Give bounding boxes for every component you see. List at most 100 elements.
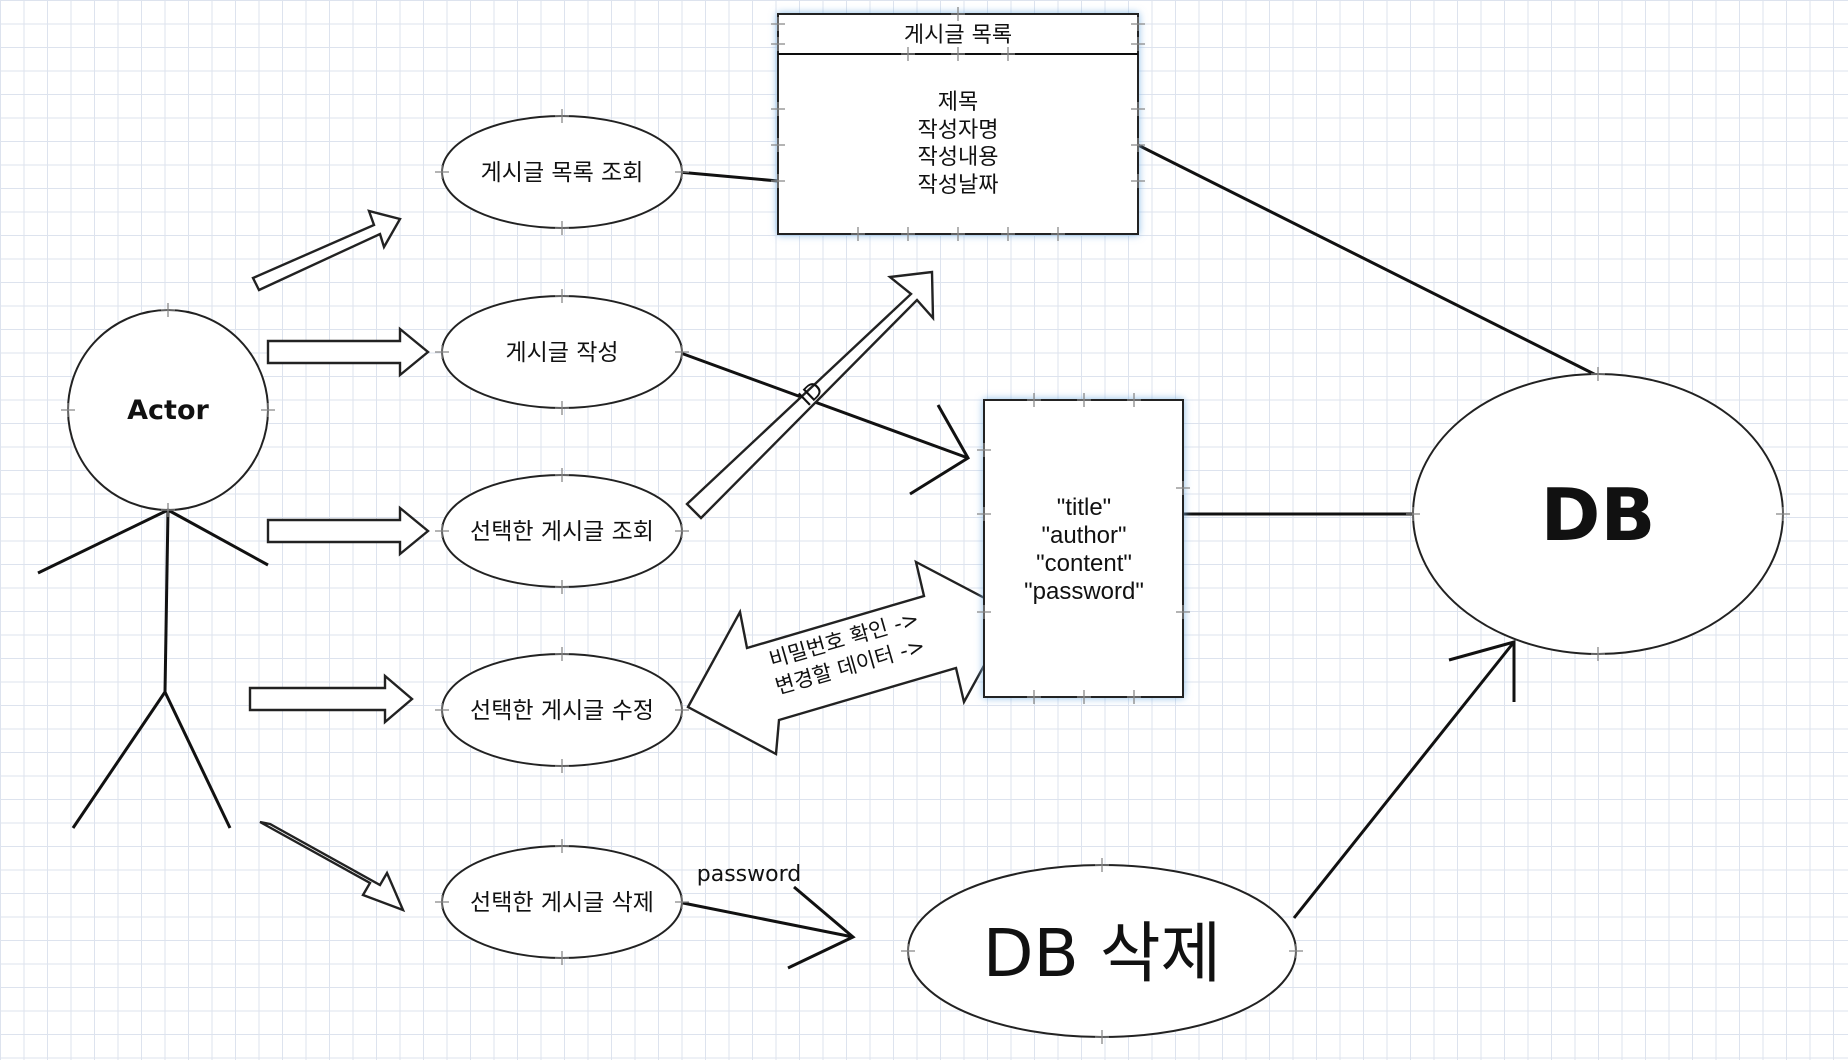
password-label: password: [697, 862, 801, 887]
use-case-delete[interactable]: 선택한 게시글 삭제: [441, 845, 683, 959]
actor-left-leg: [71, 691, 167, 829]
selection-handle: [161, 303, 175, 317]
selection-handle: [1591, 647, 1605, 661]
arrowhead-write-to-data-box: [909, 404, 971, 496]
use-case-view-label: 선택한 게시글 조회: [470, 519, 654, 545]
selection-handle: [1289, 944, 1303, 958]
selection-handle: [675, 524, 689, 538]
selection-handle: [977, 605, 991, 619]
list-box-field: 작성날짜: [918, 173, 999, 198]
arrow-actor-to-edit: [248, 673, 414, 725]
actor-right-arm: [167, 508, 269, 567]
db-delete-label: DB 삭제: [983, 915, 1222, 992]
selection-handle: [675, 703, 689, 717]
selection-handle: [555, 109, 569, 123]
selection-handle: [1127, 690, 1141, 704]
arrow-actor-to-list: [251, 209, 402, 292]
arrow-actor-to-delete: [259, 820, 406, 913]
selection-handle: [555, 839, 569, 853]
selection-handle: [1027, 690, 1041, 704]
actor-figure: Actor: [37, 309, 269, 829]
selection-handle: [977, 507, 991, 521]
selection-handle: [1406, 507, 1420, 521]
selection-handle: [1001, 227, 1015, 241]
list-box-field: 작성자명: [918, 118, 999, 143]
use-case-list[interactable]: 게시글 목록 조회: [441, 115, 683, 229]
edit-double-arrow: 비밀번호 확인 -> 변경할 데이터 ->: [686, 559, 1015, 756]
selection-handle: [771, 174, 785, 188]
actor-arrows: [248, 209, 430, 913]
selection-handle: [771, 138, 785, 152]
selection-handle: [901, 47, 915, 61]
selection-handle: [61, 403, 75, 417]
db-delete-node[interactable]: DB 삭제: [907, 864, 1297, 1038]
selection-handle: [1591, 367, 1605, 381]
connector-list-box-to-db: [1137, 143, 1603, 380]
use-case-edit-label: 선택한 게시글 수정: [470, 698, 654, 724]
selection-handle: [951, 227, 965, 241]
list-box-title: 게시글 목록: [904, 23, 1012, 48]
selection-handle: [951, 7, 965, 21]
selection-handle: [675, 165, 689, 179]
selection-handle: [1095, 1030, 1109, 1044]
selection-handle: [977, 443, 991, 457]
selection-handle: [1001, 47, 1015, 61]
actor-label: Actor: [127, 395, 209, 426]
selection-handle: [555, 580, 569, 594]
selection-handle: [675, 895, 689, 909]
list-box-field: 작성내용: [918, 145, 999, 170]
selection-handle: [555, 401, 569, 415]
use-case-delete-label: 선택한 게시글 삭제: [470, 890, 654, 916]
db-label: DB: [1541, 473, 1656, 557]
selection-handle: [1131, 17, 1145, 31]
db-node[interactable]: DB: [1412, 373, 1784, 655]
connector-write-to-data-box: [677, 350, 969, 460]
selection-handle: [435, 703, 449, 717]
data-box[interactable]: [983, 399, 1184, 698]
use-case-write-label: 게시글 작성: [505, 340, 618, 366]
actor-left-arm: [37, 508, 169, 575]
use-case-write[interactable]: 게시글 작성: [441, 295, 683, 409]
selection-handle: [1051, 227, 1065, 241]
use-case-edit[interactable]: 선택한 게시글 수정: [441, 653, 683, 767]
use-case-view[interactable]: 선택한 게시글 조회: [441, 474, 683, 588]
selection-handle: [771, 17, 785, 31]
data-box-field: "content": [1036, 550, 1132, 577]
connector-db-delete-to-db: [1292, 641, 1516, 919]
selection-handle: [161, 503, 175, 517]
selection-handle: [1176, 481, 1190, 495]
selection-handle: [555, 221, 569, 235]
connector-delete-usecase: [677, 900, 854, 939]
actor-right-leg: [163, 691, 232, 829]
id-arrow: ID: [685, 270, 935, 520]
selection-handle: [555, 647, 569, 661]
selection-handle: [675, 345, 689, 359]
selection-handle: [555, 951, 569, 965]
data-box-field: "author": [1041, 522, 1126, 549]
list-box-field: 제목: [938, 90, 978, 115]
connector-list-usecase-to-list-box: [677, 170, 779, 183]
selection-handle: [901, 944, 915, 958]
selection-handle: [435, 345, 449, 359]
selection-handle: [555, 289, 569, 303]
selection-handle: [771, 37, 785, 51]
selection-handle: [435, 165, 449, 179]
selection-handle: [951, 47, 965, 61]
selection-handles: [61, 7, 1790, 1044]
selection-handle: [1095, 858, 1109, 872]
selection-handle: [1077, 690, 1091, 704]
selection-handle: [1077, 393, 1091, 407]
arrow-actor-to-write: [266, 326, 430, 378]
selection-handle: [1176, 605, 1190, 619]
selection-handle: [435, 524, 449, 538]
selection-handle: [555, 468, 569, 482]
selection-handle: [1127, 393, 1141, 407]
arrow-actor-to-view: [266, 505, 430, 557]
selection-handle: [1776, 507, 1790, 521]
selection-handle: [1131, 37, 1145, 51]
selection-handle: [901, 227, 915, 241]
selection-handle: [851, 227, 865, 241]
arrowhead-delete-password: [787, 885, 856, 970]
selection-handle: [261, 403, 275, 417]
selection-handle: [1027, 393, 1041, 407]
